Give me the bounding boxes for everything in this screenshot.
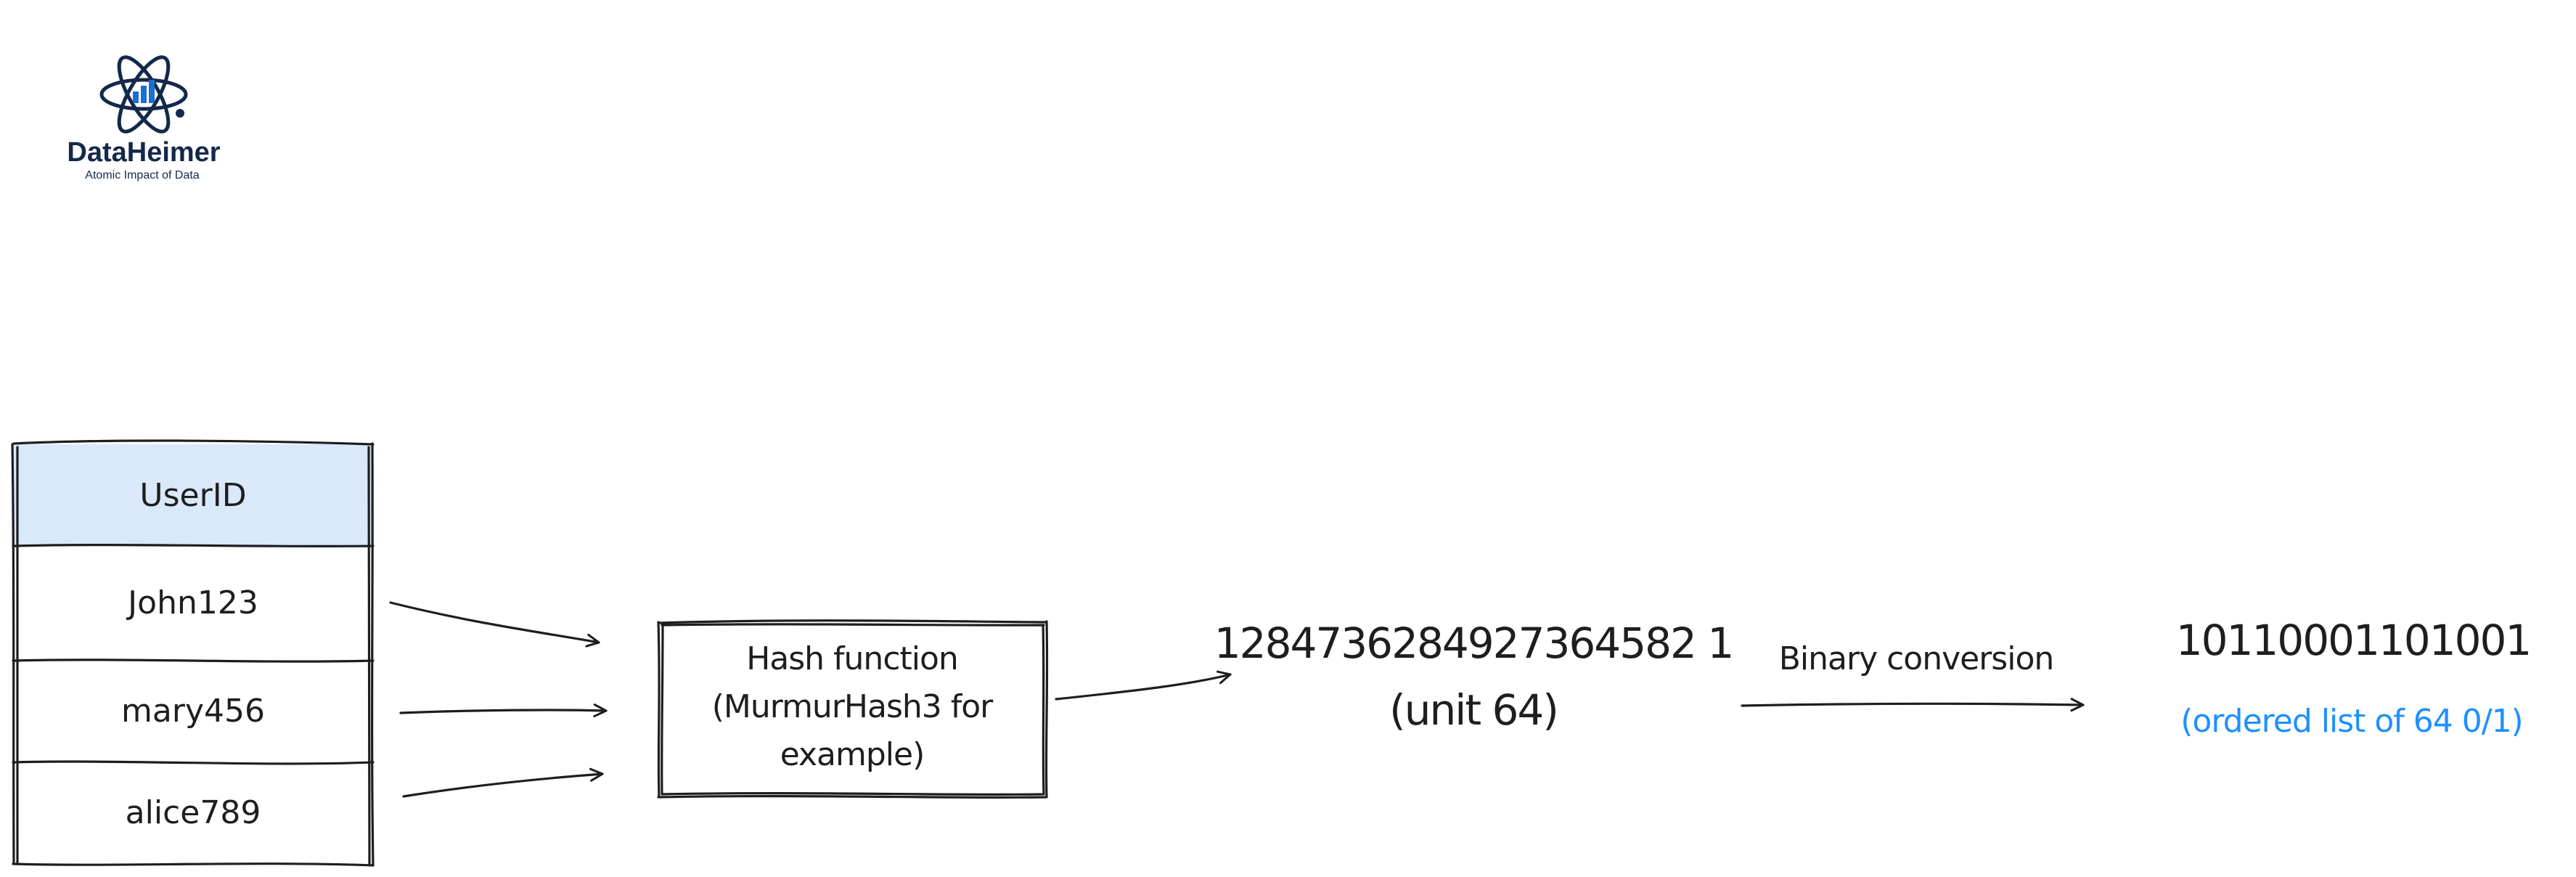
table-row: alice789 — [126, 794, 261, 831]
hash-value-type: (unit 64) — [1389, 685, 1558, 735]
arrow-binary-conversion — [1741, 698, 2085, 712]
logo-name: DataHeimer — [67, 137, 220, 168]
conversion-label: Binary conversion — [1779, 640, 2054, 677]
table-header: UserID — [139, 477, 246, 514]
hash-box-line: Hash function — [746, 640, 958, 677]
logo: DataHeimer Atomic Impact of Data — [67, 55, 221, 181]
hash-box-line: (MurmurHash3 for — [712, 688, 994, 725]
table-outline — [11, 439, 375, 867]
binary-value: 10110001101001 — [2176, 616, 2531, 665]
logo-tagline: Atomic Impact of Data — [85, 169, 199, 181]
hash-box-line: example) — [780, 736, 925, 773]
table-row: mary456 — [121, 693, 265, 730]
table-header-cell — [13, 444, 372, 546]
arrow-row2-to-hash — [399, 703, 608, 718]
arrow-row1-to-hash — [389, 601, 600, 648]
table-row: John123 — [126, 584, 258, 621]
userid-table: UserID John123 mary456 alice789 — [11, 439, 375, 867]
arrow-row3-to-hash — [402, 767, 604, 798]
hash-box-outline — [657, 619, 1049, 799]
binary-note: (ordered list of 64 0/1) — [2180, 703, 2522, 740]
hash-function-box: Hash function (MurmurHash3 for example) — [657, 619, 1049, 799]
atom-chart-icon — [99, 55, 188, 134]
arrow-hash-to-value — [1055, 670, 1232, 701]
hash-value-number: 1284736284927364582 1 — [1214, 619, 1733, 668]
